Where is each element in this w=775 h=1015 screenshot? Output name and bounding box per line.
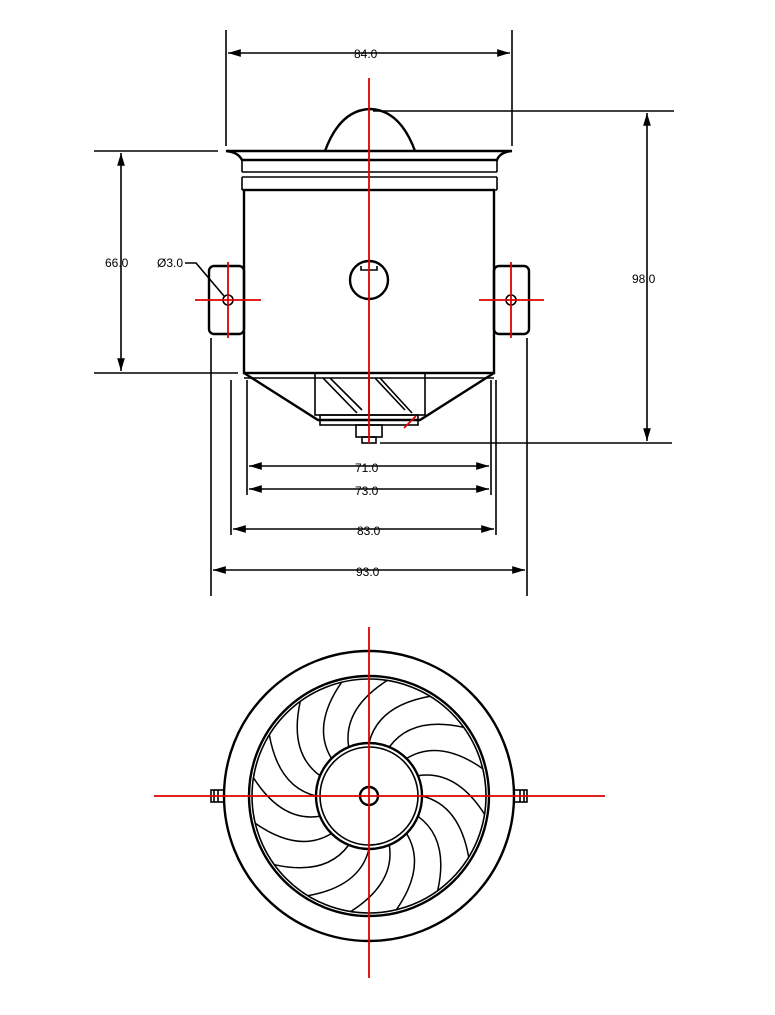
fan-blade (322, 681, 343, 759)
fan-blade (268, 734, 317, 797)
dim-84-label: 84.0 (354, 47, 378, 61)
fan-blade (417, 815, 442, 891)
dim-83-label: 83.0 (357, 524, 381, 538)
fan-blade (307, 848, 370, 897)
fan-blade (417, 774, 486, 815)
side-view: 84.0 66.0 Ø3.0 98.0 71.0 73.0 83.0 93.0 (94, 30, 674, 596)
front-view (154, 627, 605, 978)
fan-blade (388, 723, 464, 748)
fan-blades (252, 679, 486, 913)
fan-blade (421, 795, 470, 858)
dim-73-label: 73.0 (355, 484, 379, 498)
dim-93-label: 93.0 (356, 565, 380, 579)
fan-blade (254, 822, 332, 843)
hole-leader (185, 262, 225, 297)
fan-blade (296, 701, 321, 777)
fan-blade (252, 777, 321, 818)
dim-hole-label: Ø3.0 (157, 256, 183, 270)
dim-66-label: 66.0 (105, 256, 129, 270)
dim-71-label: 71.0 (355, 461, 379, 475)
dim-98-label: 98.0 (632, 272, 656, 286)
fan-blade (347, 679, 388, 748)
spinner-cone (323, 107, 417, 152)
fan-blade (274, 844, 350, 869)
fan-blade (406, 749, 484, 770)
fan-blade (350, 844, 391, 913)
fan-blade (395, 833, 416, 911)
fan-blade (368, 695, 431, 744)
